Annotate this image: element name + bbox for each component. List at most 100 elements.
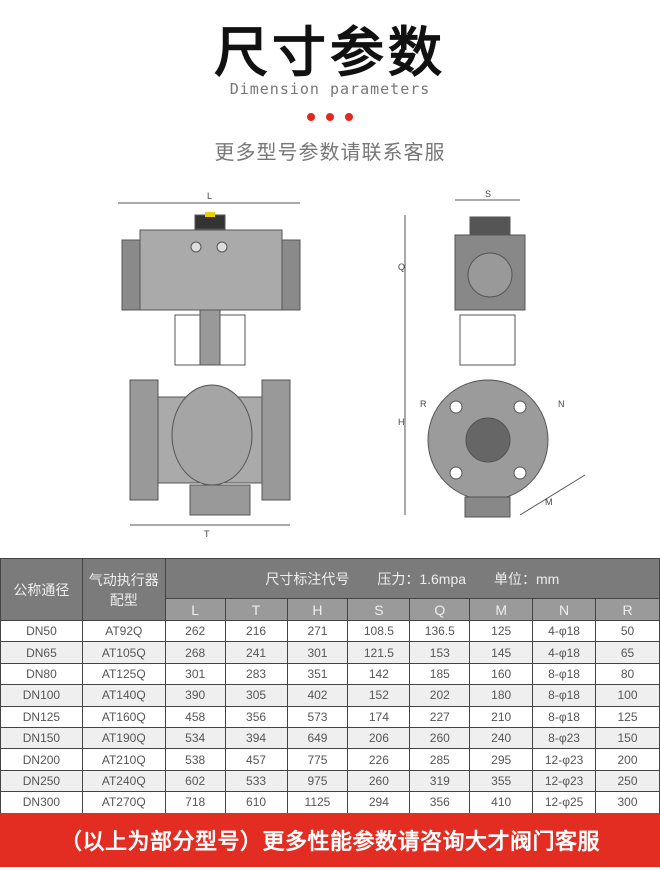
table-cell: 226 bbox=[347, 748, 411, 771]
table-cell: 294 bbox=[347, 791, 411, 814]
table-cell: 301 bbox=[164, 662, 226, 686]
table-cell: 975 bbox=[286, 769, 349, 793]
label-L: L bbox=[207, 191, 212, 201]
header-dim-S: S bbox=[347, 598, 411, 621]
table-cell: 356 bbox=[409, 791, 471, 814]
table-cell: 775 bbox=[286, 748, 349, 771]
table-cell: 351 bbox=[286, 662, 349, 686]
table-cell: AT190Q bbox=[81, 726, 166, 750]
table-cell: AT125Q bbox=[81, 662, 166, 686]
table-cell: 142 bbox=[347, 662, 411, 686]
header-actuator: 气动执行器配型 bbox=[81, 558, 166, 621]
table-cell: 150 bbox=[595, 726, 660, 750]
label-Q: Q bbox=[398, 262, 405, 272]
table-cell: DN80 bbox=[0, 662, 83, 686]
table-cell: DN200 bbox=[0, 748, 83, 771]
table-cell: 227 bbox=[409, 705, 471, 728]
table-cell: 610 bbox=[224, 791, 288, 814]
footer-banner: （以上为部分型号）更多性能参数请咨询大才阀门客服 bbox=[0, 813, 660, 867]
page-title: 尺寸参数 bbox=[214, 21, 446, 84]
table-cell: 153 bbox=[409, 641, 471, 664]
table-cell: 210 bbox=[469, 705, 534, 728]
table-cell: 402 bbox=[286, 684, 349, 707]
table-cell: 285 bbox=[409, 748, 471, 771]
table-cell: 180 bbox=[469, 684, 534, 707]
table-cell: 152 bbox=[347, 684, 411, 707]
table-cell: 301 bbox=[286, 641, 349, 664]
table-cell: 458 bbox=[164, 705, 226, 728]
table-cell: AT240Q bbox=[81, 769, 166, 793]
table-cell: 12-φ25 bbox=[532, 791, 597, 814]
label-M: M bbox=[545, 497, 553, 507]
header-dim-H: H bbox=[286, 598, 349, 621]
table-cell: 125 bbox=[469, 619, 534, 643]
header-dim-Q: Q bbox=[409, 598, 471, 621]
header-dim-N: N bbox=[532, 598, 597, 621]
table-cell: 185 bbox=[409, 662, 471, 686]
table-cell: 200 bbox=[595, 748, 660, 771]
table-cell: 319 bbox=[409, 769, 471, 793]
table-cell: DN100 bbox=[0, 684, 83, 707]
label-T: T bbox=[204, 529, 210, 539]
table-cell: 718 bbox=[164, 791, 226, 814]
header-dim-L: L bbox=[164, 598, 226, 621]
table-cell: 534 bbox=[164, 726, 226, 750]
header-dim-R: R bbox=[595, 598, 660, 621]
table-cell: 145 bbox=[469, 641, 534, 664]
front-view: L T bbox=[118, 191, 301, 539]
subtitle-cn: 更多型号参数请联系客服 bbox=[214, 140, 446, 164]
table-cell: 80 bbox=[595, 662, 660, 686]
table-cell: 4-φ18 bbox=[532, 619, 597, 643]
table-cell: 8-φ18 bbox=[532, 684, 597, 707]
table-cell: 1125 bbox=[286, 791, 349, 814]
label-H: H bbox=[398, 417, 405, 427]
table-cell: DN125 bbox=[0, 705, 83, 728]
table-cell: AT160Q bbox=[81, 705, 166, 728]
table-cell: 649 bbox=[286, 726, 349, 750]
side-view: S Q H R N M bbox=[398, 189, 586, 518]
decorative-dots bbox=[0, 113, 660, 121]
table-cell: 538 bbox=[164, 748, 226, 771]
header-nominal: 公称通径 bbox=[0, 558, 83, 621]
table-cell: 8-φ18 bbox=[532, 662, 597, 686]
subtitle-en: Dimension parameters bbox=[229, 80, 431, 98]
table-cell: 65 bbox=[595, 641, 660, 664]
table-cell: 260 bbox=[347, 769, 411, 793]
table-cell: AT105Q bbox=[81, 641, 166, 664]
table-cell: 262 bbox=[164, 619, 226, 643]
table-cell: 300 bbox=[595, 791, 660, 814]
table-cell: DN150 bbox=[0, 726, 83, 750]
header-dim-group: 尺寸标注代号 压力：1.6mpa 单位：mm bbox=[164, 558, 660, 599]
table-cell: 240 bbox=[469, 726, 534, 750]
table-cell: 108.5 bbox=[347, 619, 411, 643]
valve-dimension-drawing: L T S Q H R N M bbox=[118, 189, 586, 539]
table-cell: 12-φ23 bbox=[532, 748, 597, 771]
table-cell: 573 bbox=[286, 705, 349, 728]
label-S: S bbox=[485, 189, 491, 199]
table-cell: 356 bbox=[224, 705, 288, 728]
table-cell: 394 bbox=[224, 726, 288, 750]
table-cell: 136.5 bbox=[409, 619, 471, 643]
table-cell: 100 bbox=[595, 684, 660, 707]
table-cell: 260 bbox=[409, 726, 471, 750]
table-cell: AT210Q bbox=[81, 748, 166, 771]
table-cell: 533 bbox=[224, 769, 288, 793]
table-cell: 125 bbox=[595, 705, 660, 728]
table-cell: DN65 bbox=[0, 641, 83, 664]
table-cell: 206 bbox=[347, 726, 411, 750]
table-cell: DN300 bbox=[0, 791, 83, 814]
table-cell: 410 bbox=[469, 791, 534, 814]
table-cell: 50 bbox=[595, 619, 660, 643]
table-cell: 216 bbox=[224, 619, 288, 643]
table-cell: DN50 bbox=[0, 619, 83, 643]
table-cell: 8-φ23 bbox=[532, 726, 597, 750]
table-cell: DN250 bbox=[0, 769, 83, 793]
table-cell: 202 bbox=[409, 684, 471, 707]
